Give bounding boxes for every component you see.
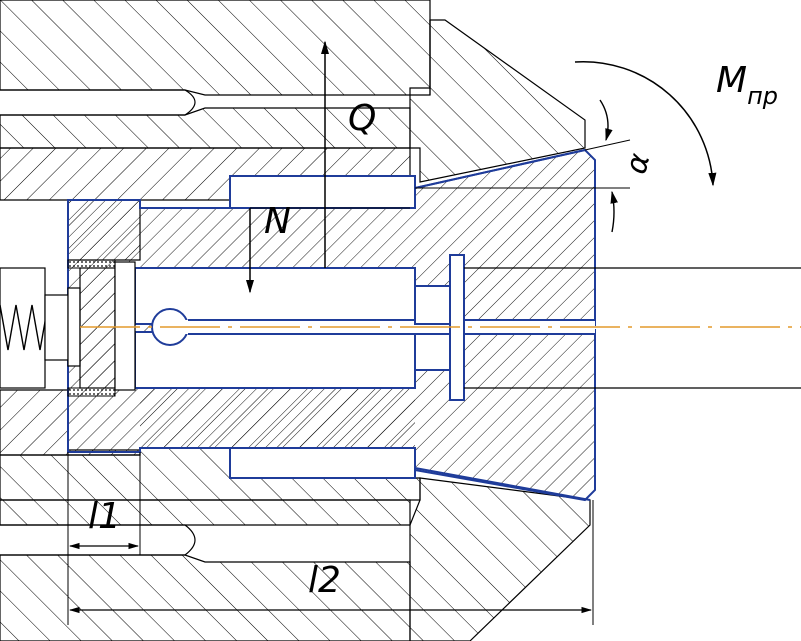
moment-arc-arrow	[574, 60, 717, 187]
label-angle: α	[619, 149, 658, 177]
label-moment-subscript: пр	[747, 82, 778, 110]
angle-dimension	[415, 99, 631, 233]
label-moment: Mпр	[716, 60, 778, 110]
collet	[67, 148, 596, 502]
clamping-nut-bottom	[409, 477, 591, 641]
label-l1: l1	[88, 496, 121, 537]
spring-plunger	[0, 259, 136, 397]
label-q: Q	[348, 98, 376, 139]
clamping-nut-top	[409, 19, 586, 183]
label-n: N	[264, 201, 291, 242]
force-n-arrow	[245, 207, 410, 294]
dimension-l2	[68, 500, 594, 625]
workpiece-bar	[464, 267, 801, 389]
label-l2: l2	[308, 560, 341, 601]
dimension-l1	[67, 452, 141, 625]
